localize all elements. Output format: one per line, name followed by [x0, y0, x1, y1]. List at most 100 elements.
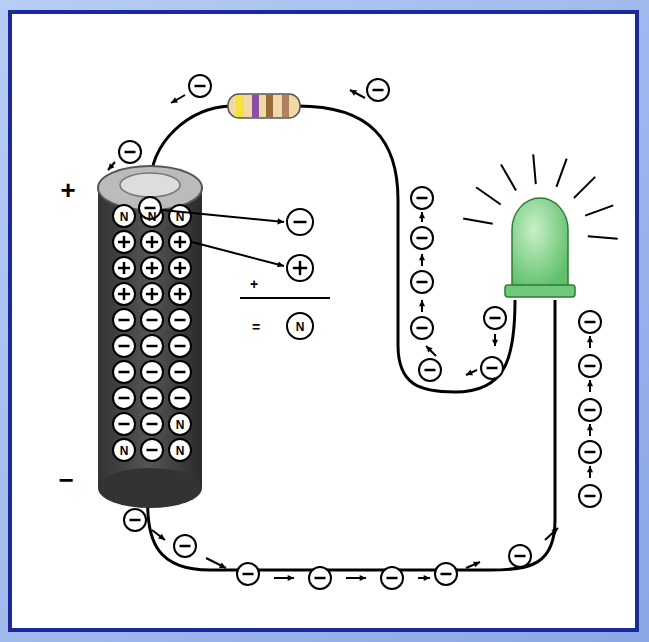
- electron-symbol-ring: [381, 567, 403, 589]
- arrow-head: [360, 575, 366, 581]
- neutron-symbol-ring: [169, 439, 191, 461]
- arrow-head: [426, 346, 433, 353]
- flow-arrow: [426, 346, 436, 356]
- arrow-head: [473, 562, 480, 568]
- minus-mark: [175, 345, 186, 348]
- flow-arrow: [418, 575, 430, 581]
- arrow-head: [419, 300, 425, 306]
- minus-mark: [487, 367, 498, 370]
- electron-symbol-ring: [113, 413, 135, 435]
- minus-mark: [175, 371, 186, 374]
- minus-mark: [119, 371, 130, 374]
- wire: [148, 300, 555, 570]
- arrow-shaft: [162, 210, 284, 222]
- plus-mark: [151, 236, 154, 248]
- arrow-shaft: [466, 370, 477, 375]
- electron-symbol: [484, 307, 506, 329]
- proton-symbol-ring: [287, 255, 313, 281]
- plus-mark: [299, 261, 302, 275]
- electron-symbol: [509, 545, 531, 567]
- electron-symbol-ring: [169, 361, 191, 383]
- arrow-head: [350, 90, 357, 96]
- neutron-symbol-ring: [169, 205, 191, 227]
- ray: [585, 205, 613, 215]
- electron-symbol-ring: [113, 361, 135, 383]
- arrow-head: [551, 528, 558, 535]
- proton-symbol: [113, 257, 135, 279]
- electron-symbol: [113, 387, 135, 409]
- flow-arrow: [587, 466, 593, 478]
- proton-symbol-ring: [141, 231, 163, 253]
- minus-mark: [180, 545, 191, 548]
- neutron-symbol-ring: [169, 413, 191, 435]
- minus-mark: [147, 397, 158, 400]
- electron-symbol-ring: [309, 567, 331, 589]
- electron-symbol: [169, 387, 191, 409]
- flow-arrow: [171, 95, 185, 103]
- electron-symbol: [141, 439, 163, 461]
- wire: [298, 106, 515, 392]
- electron-symbol-ring: [367, 79, 389, 101]
- minus-mark: [130, 519, 141, 522]
- electron-symbol-ring: [411, 271, 433, 293]
- minus-mark: [175, 397, 186, 400]
- ray: [588, 236, 618, 239]
- minus-mark: [490, 317, 501, 320]
- neutron-symbol: [113, 439, 135, 461]
- arrow-head: [277, 218, 284, 224]
- electron-symbol: [411, 271, 433, 293]
- neutron-letter: N: [176, 445, 185, 457]
- flow-arrow: [587, 336, 593, 348]
- electron-symbol-ring: [287, 209, 313, 235]
- flow-arrow: [206, 558, 226, 568]
- minus-mark: [425, 369, 436, 372]
- proton-symbol-ring: [113, 283, 135, 305]
- electron-symbol-ring: [169, 387, 191, 409]
- neutron-symbol-ring: [287, 313, 313, 339]
- electron-symbol: [141, 387, 163, 409]
- electron-symbol: [113, 309, 135, 331]
- electron-symbol-ring: [169, 309, 191, 331]
- flow-arrow: [274, 575, 294, 581]
- arrow-head: [277, 261, 284, 267]
- proton-symbol: [141, 283, 163, 305]
- proton-symbol: [141, 231, 163, 253]
- minus-mark: [585, 365, 596, 368]
- electron-symbol: [419, 359, 441, 381]
- flow-arrow: [350, 90, 365, 98]
- electron-symbol: [169, 309, 191, 331]
- minus-mark: [119, 319, 130, 322]
- neutron-letter: N: [148, 211, 157, 223]
- electron-symbol: [119, 141, 141, 163]
- electron-symbol: [579, 355, 601, 377]
- arrow-head: [587, 380, 593, 386]
- electron-symbol: [435, 563, 457, 585]
- arrow-head: [108, 163, 114, 170]
- electron-symbol-ring: [141, 335, 163, 357]
- arrow-head: [419, 212, 425, 218]
- minus-mark: [417, 327, 428, 330]
- electron-symbol: [579, 311, 601, 333]
- electron-symbol: [169, 361, 191, 383]
- minus-mark: [147, 345, 158, 348]
- minus-mark: [585, 495, 596, 498]
- arrow-head: [424, 575, 430, 581]
- flow-arrow: [346, 575, 366, 581]
- arrow-shaft: [108, 162, 115, 170]
- electron-symbol: [169, 335, 191, 357]
- neutron-symbol: [287, 313, 313, 339]
- flow-arrow: [108, 162, 115, 170]
- electron-symbol-ring: [124, 509, 146, 531]
- proton-symbol-ring: [141, 283, 163, 305]
- plus-mark: [179, 262, 182, 274]
- electron-symbol: [381, 567, 403, 589]
- electron-symbol-ring: [174, 535, 196, 557]
- plus-mark: [123, 288, 126, 300]
- arrow-shaft: [206, 558, 226, 568]
- electron-symbol: [287, 209, 313, 235]
- electron-symbol-ring: [411, 187, 433, 209]
- electron-symbol: [579, 441, 601, 463]
- ray: [533, 154, 536, 184]
- electron-symbol: [367, 79, 389, 101]
